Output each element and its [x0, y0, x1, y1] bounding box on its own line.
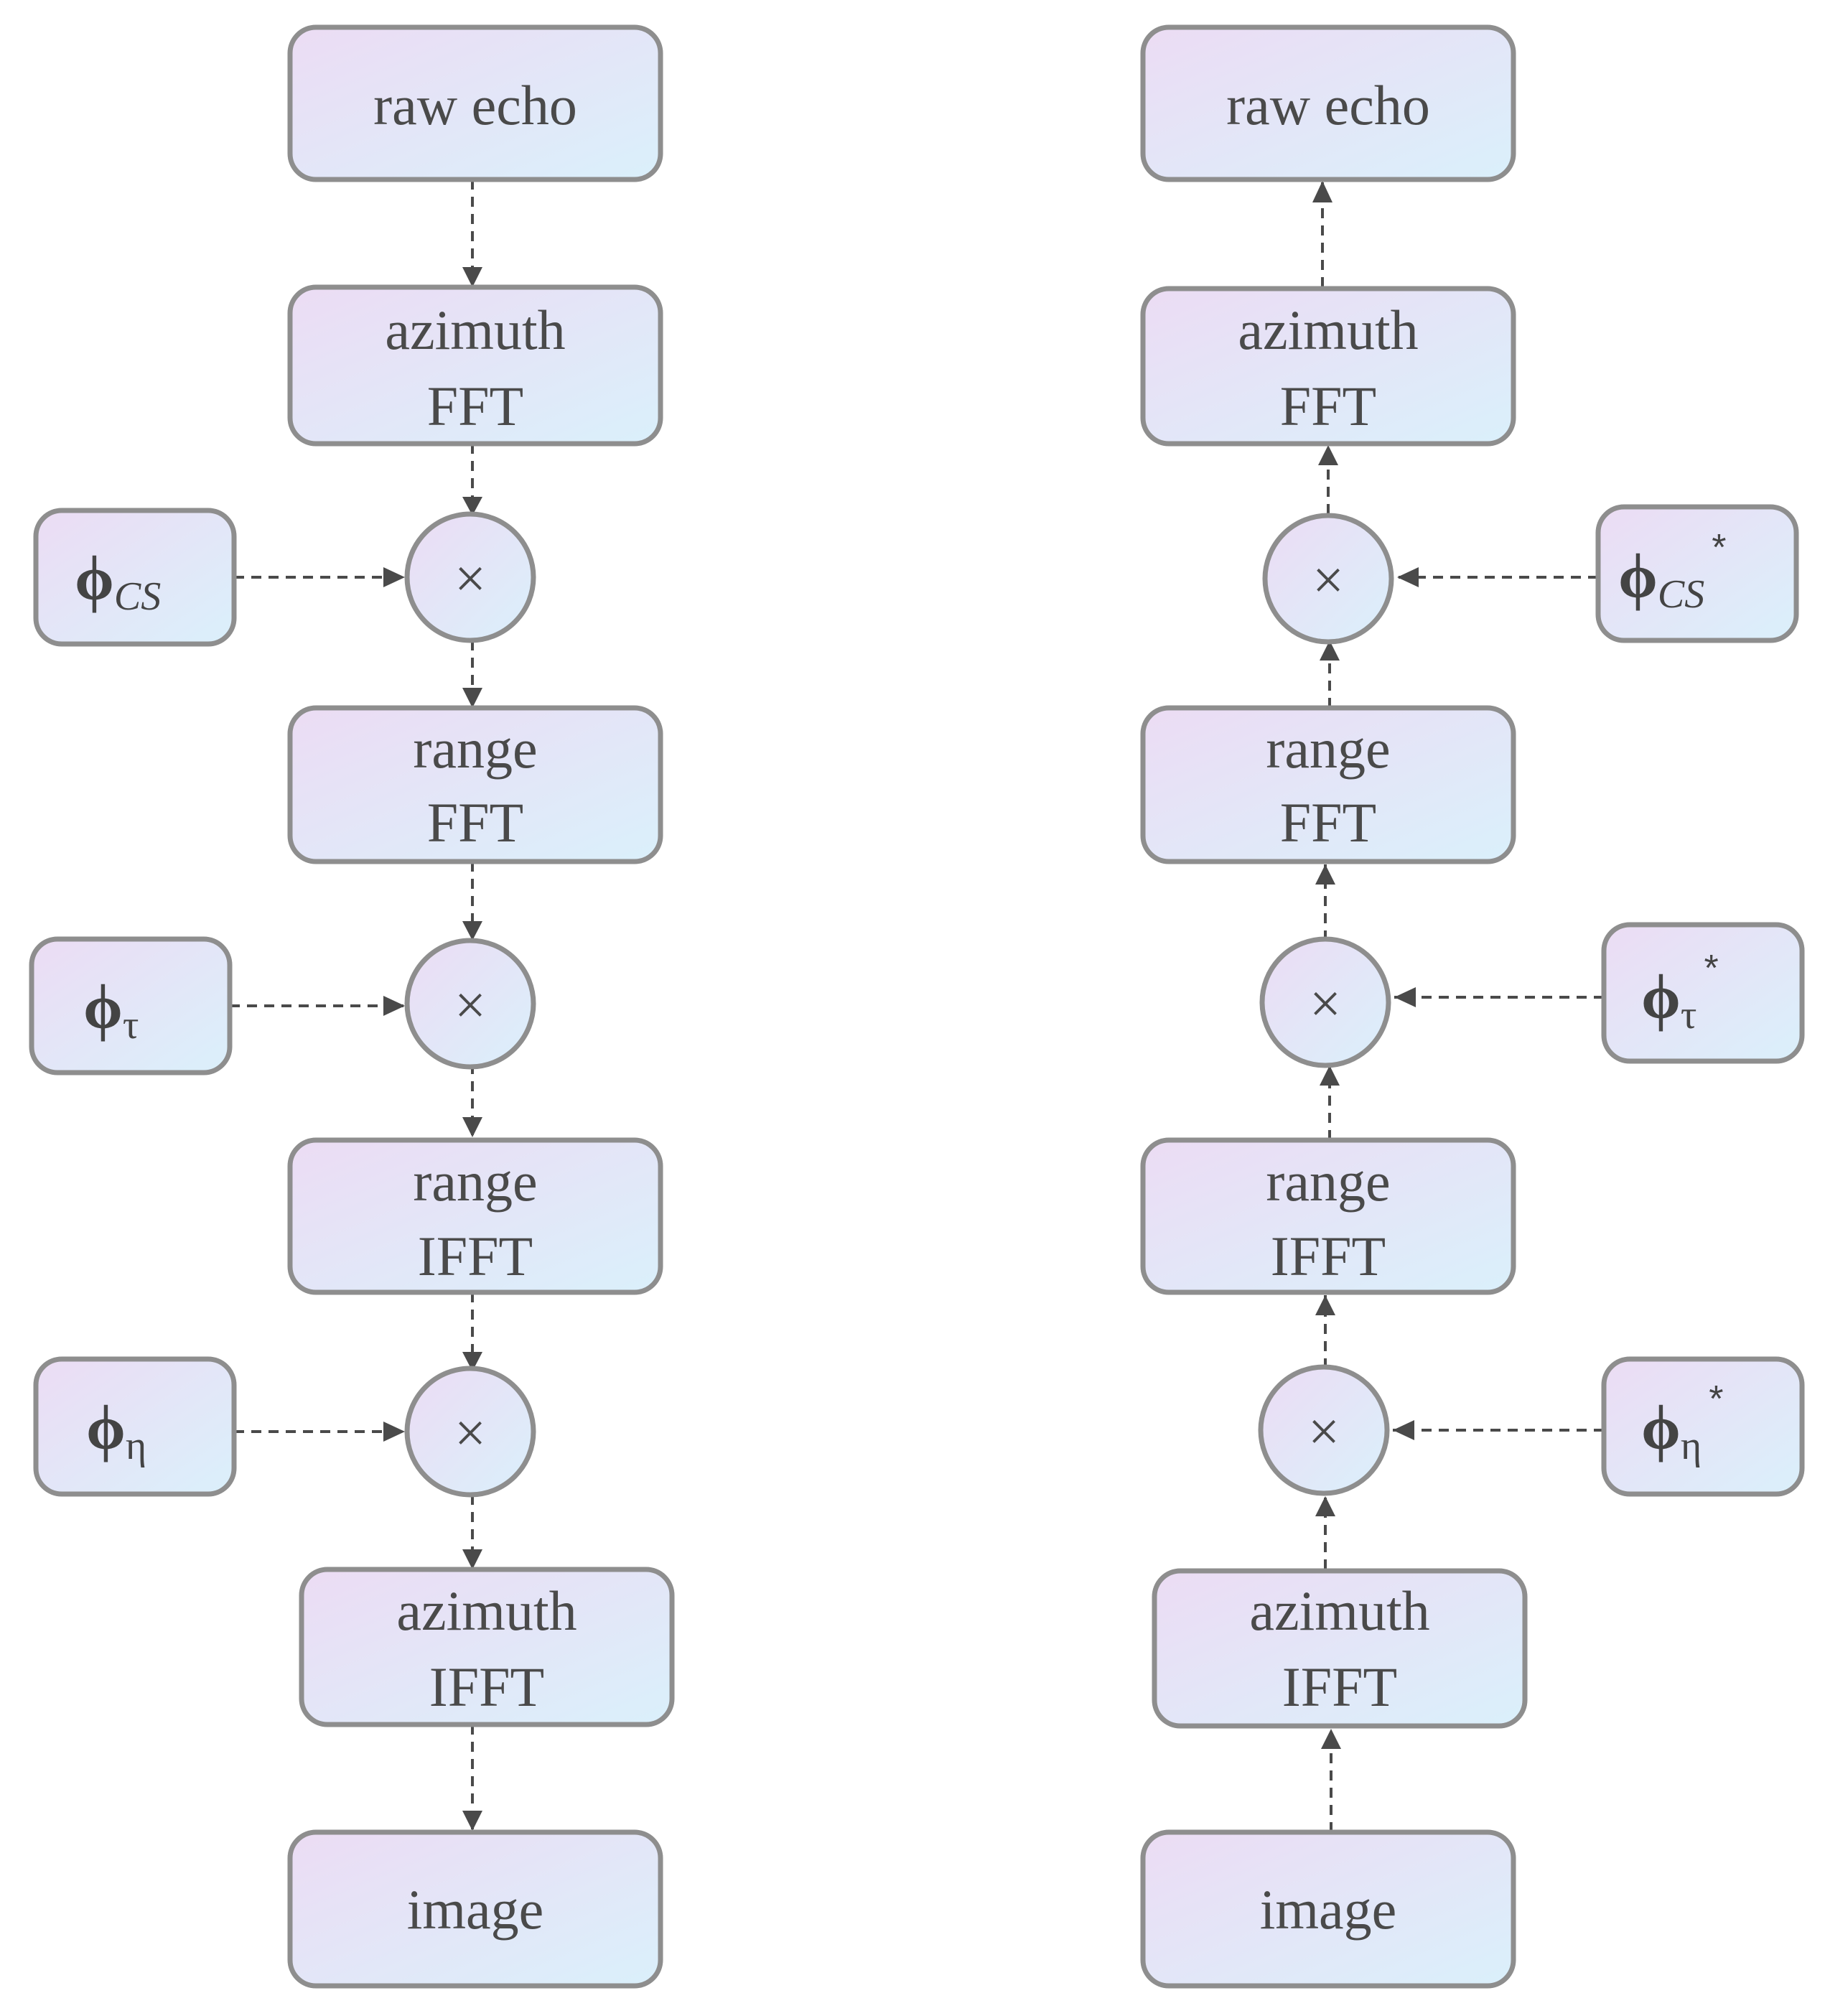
left-box-range-fft: range FFT [287, 705, 663, 864]
box-label: image [1260, 1878, 1397, 1941]
phase-label: ϕCS* [1618, 527, 1727, 617]
left-phase-cs: ϕCS [33, 508, 237, 647]
arrowhead [1321, 1729, 1341, 1749]
phase-subscript: η [1681, 1424, 1702, 1468]
phase-superscript: * [1709, 1378, 1723, 1420]
arrowhead [1393, 1420, 1414, 1440]
left-box-azimuth-ifft: azimuth IFFT [299, 1567, 675, 1727]
box-label-line1: azimuth [1249, 1579, 1429, 1642]
arrowhead [462, 267, 482, 287]
left-phase-tau: ϕτ [29, 936, 233, 1075]
right-phase-eta: ϕη* [1601, 1356, 1805, 1497]
arrowhead [462, 1549, 482, 1569]
left-arrowheads [383, 267, 482, 1831]
phase-subscript: τ [1681, 993, 1697, 1037]
right-box-range-ifft: range IFFT [1140, 1137, 1516, 1295]
phase-subscript: CS [114, 574, 161, 619]
arrowhead [1315, 864, 1335, 885]
multiply-icon: × [454, 547, 486, 610]
right-box-range-fft: range FFT [1140, 705, 1516, 864]
right-multiplier-1: × [1262, 513, 1394, 645]
right-multiplier-3: × [1258, 1364, 1390, 1496]
right-arrowheads [1312, 181, 1419, 1749]
phase-symbol: ϕ [83, 973, 123, 1042]
right-box-image: image [1140, 1829, 1516, 1989]
box-label: raw echo [373, 74, 577, 136]
box-label-line1: azimuth [1238, 299, 1418, 361]
arrowhead [1394, 987, 1416, 1007]
phase-label: ϕτ [83, 973, 139, 1047]
box-label: raw echo [1226, 74, 1430, 136]
right-phase-cs: ϕCS* [1595, 504, 1799, 643]
multiply-icon: × [1310, 972, 1341, 1035]
arrowhead [462, 688, 482, 708]
right-box-azimuth-fft: azimuth FFT [1140, 286, 1516, 447]
phase-label: ϕη [86, 1394, 146, 1468]
phase-superscript: * [1704, 948, 1718, 989]
left-chain: raw echo azimuth FFT range FFT range IFF… [29, 24, 675, 1989]
phase-label: ϕη* [1641, 1378, 1723, 1468]
phase-superscript: * [1712, 527, 1726, 569]
phase-symbol: ϕ [1641, 1394, 1681, 1463]
phase-label: ϕCS [75, 544, 161, 619]
left-box-azimuth-fft: azimuth FFT [287, 284, 663, 447]
box-label-line2: FFT [427, 791, 523, 854]
multiply-icon: × [454, 974, 486, 1036]
left-phase-eta: ϕη [33, 1356, 237, 1497]
arrowhead [383, 567, 405, 587]
box-label-line2: FFT [1280, 791, 1376, 854]
arrowhead [462, 497, 482, 515]
arrowhead [1315, 1295, 1335, 1315]
arrowhead [462, 1352, 482, 1371]
box-label: image [407, 1878, 544, 1941]
left-box-range-ifft: range IFFT [287, 1137, 663, 1295]
box-label-line2: IFFT [1282, 1656, 1397, 1718]
box-label-line2: FFT [1280, 375, 1376, 437]
arrowhead [1318, 445, 1338, 465]
box-label-line2: FFT [427, 375, 523, 437]
left-box-raw-echo: raw echo [287, 24, 663, 182]
right-box-azimuth-ifft: azimuth IFFT [1152, 1568, 1528, 1729]
phase-symbol: ϕ [86, 1394, 126, 1463]
box-label-line1: range [413, 1150, 537, 1213]
left-multiplier-3: × [404, 1366, 536, 1498]
box-label-line1: azimuth [385, 299, 565, 361]
right-multiplier-2: × [1259, 936, 1391, 1068]
phase-symbol: ϕ [1618, 542, 1658, 612]
phase-subscript: τ [123, 1003, 139, 1047]
left-multiplier-1: × [404, 511, 536, 643]
phase-label: ϕτ* [1641, 948, 1719, 1037]
right-box-raw-echo: raw echo [1140, 24, 1516, 182]
box-label-line1: range [1266, 1150, 1390, 1213]
arrowhead [1397, 567, 1419, 587]
arrowhead [1320, 1065, 1340, 1086]
phase-symbol: ϕ [75, 544, 114, 614]
arrowhead [383, 1422, 405, 1442]
arrowhead [1315, 1496, 1335, 1516]
box-label-line2: IFFT [418, 1225, 533, 1287]
right-chain: raw echo azimuth FFT range FFT range IFF… [1140, 24, 1805, 1989]
phase-subscript: η [126, 1424, 146, 1468]
box-label-line2: IFFT [1271, 1225, 1386, 1287]
left-box-image: image [287, 1829, 663, 1989]
box-label-line1: range [1266, 717, 1390, 780]
phase-subscript: CS [1658, 572, 1704, 617]
box-label-line2: IFFT [429, 1656, 544, 1718]
right-phase-tau: ϕτ* [1601, 922, 1805, 1064]
box-label-line1: azimuth [396, 1579, 577, 1642]
arrowhead [1320, 640, 1340, 661]
left-multiplier-2: × [404, 938, 536, 1070]
arrowhead [462, 1117, 482, 1137]
multiply-icon: × [1308, 1400, 1340, 1462]
arrowhead [462, 921, 482, 941]
multiply-icon: × [454, 1401, 486, 1464]
phase-symbol: ϕ [1641, 963, 1681, 1032]
box-label-line1: range [413, 717, 537, 780]
arrowhead [383, 996, 405, 1016]
arrowhead [462, 1811, 482, 1831]
multiply-icon: × [1312, 549, 1344, 611]
arrowhead [1312, 181, 1332, 202]
